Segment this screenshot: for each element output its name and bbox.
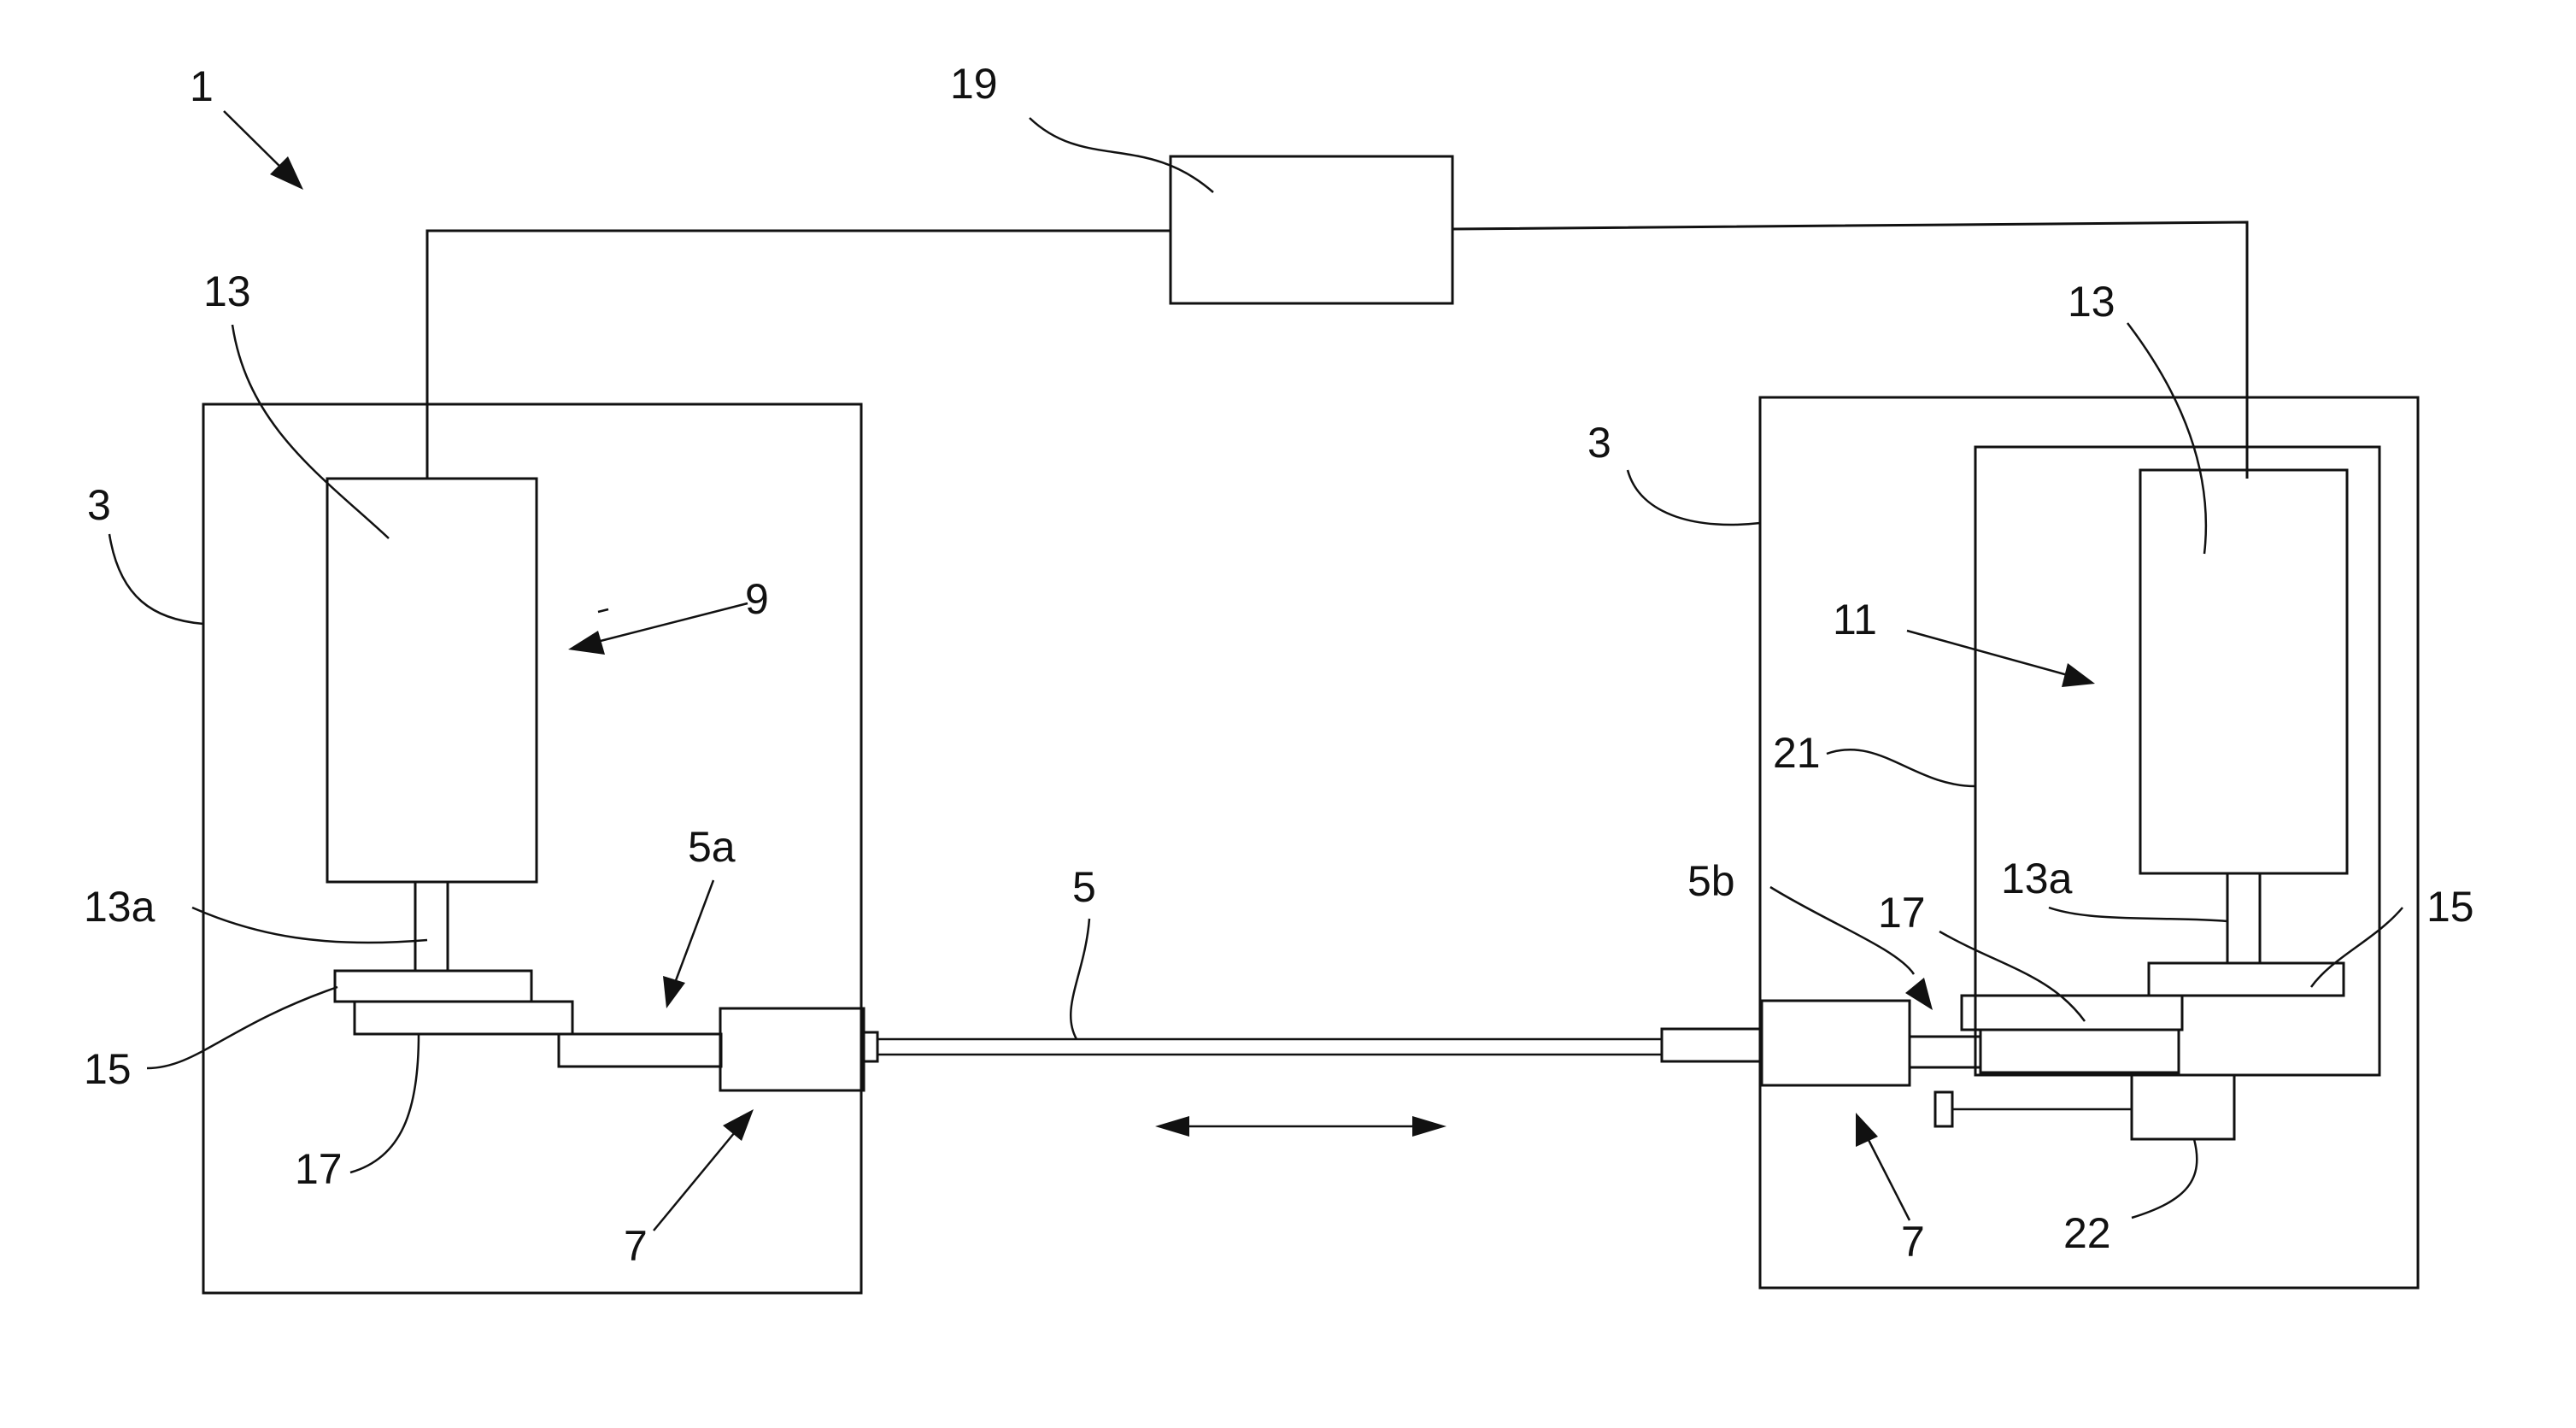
actuator-box (2132, 1075, 2234, 1139)
label-system: 1 (190, 62, 214, 110)
right-unit-box (2140, 470, 2347, 873)
label-left-rod-end: 5a (688, 823, 736, 871)
right-plate (2149, 963, 2344, 996)
label-right-coupler: 7 (1901, 1218, 1925, 1266)
label-left-unit: 13 (203, 267, 251, 315)
right-housing (1662, 397, 2418, 1288)
label-left-slide: 17 (295, 1145, 343, 1193)
leader-lines (109, 111, 2403, 1231)
rod (877, 1039, 1662, 1055)
label-right-slide: 17 (1878, 889, 1926, 937)
right-coupler-stub (1662, 1029, 1762, 1061)
label-hub: 19 (950, 60, 998, 108)
left-slide (355, 1002, 572, 1034)
right-rod-end (1910, 1037, 1980, 1067)
label-right-plate: 15 (2426, 883, 2474, 931)
right-coupler (1762, 1001, 1910, 1085)
left-unit-box (327, 479, 537, 882)
label-actuator: 22 (2063, 1209, 2111, 1257)
left-plate (335, 971, 531, 1002)
label-right-unit: 13 (2068, 278, 2115, 326)
right-shaft (2227, 873, 2260, 963)
label-left-shaft: 13a (84, 883, 155, 931)
label-right-assembly: 11 (1833, 596, 1877, 643)
label-left-coupler: 7 (624, 1222, 648, 1270)
label-left-assembly: 9 (745, 575, 769, 623)
left-coupler (720, 1008, 864, 1090)
label-rod: 5 (1072, 863, 1096, 911)
enclosure-box (1975, 447, 2379, 1075)
double-headed-arrow-icon (1155, 1116, 1446, 1137)
label-right-rod-end: 5b (1687, 857, 1735, 905)
actuator-rod-cap (1935, 1092, 1952, 1126)
label-enclosure: 21 (1773, 729, 1821, 777)
label-right-housing: 3 (1587, 419, 1611, 467)
label-left-housing: 3 (87, 481, 111, 529)
left-coupler-stub (864, 1032, 877, 1061)
reference-numerals: 1 19 13 3 9 13a 15 17 5a 7 5 3 13 11 21 … (84, 60, 2474, 1270)
label-right-shaft: 13a (2001, 855, 2073, 902)
label-left-plate: 15 (84, 1045, 132, 1093)
signal-wiring (427, 222, 2247, 479)
right-slide (1962, 996, 2182, 1030)
hub-box (1171, 156, 1452, 303)
left-shaft (415, 882, 448, 971)
right-slide-base (1980, 1030, 2179, 1072)
left-rod-end (559, 1034, 721, 1067)
